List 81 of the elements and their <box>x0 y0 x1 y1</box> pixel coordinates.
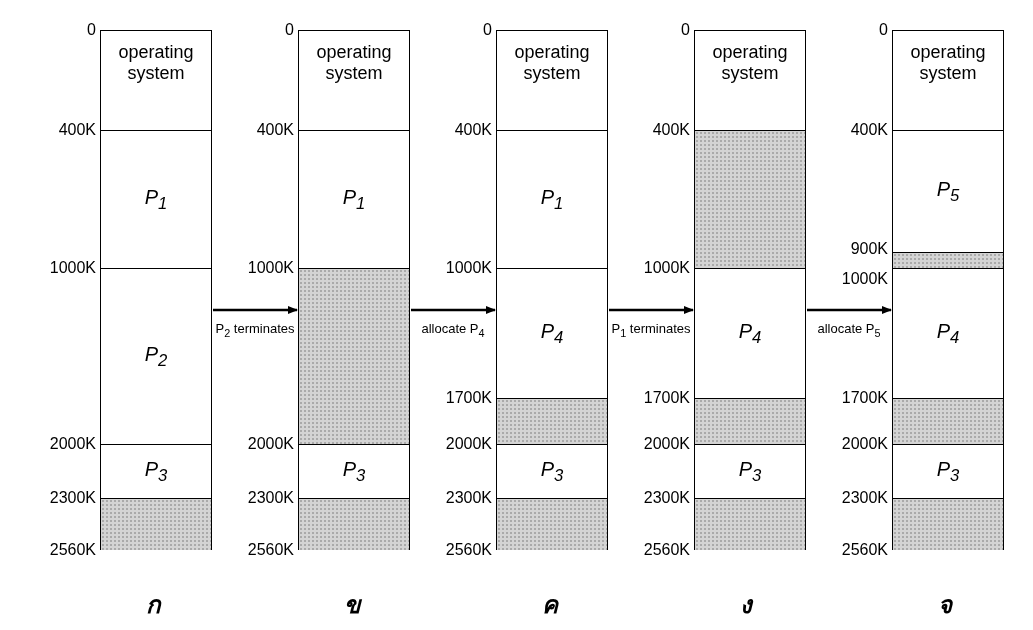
free-memory-hole <box>497 397 607 444</box>
address-label: 2560K <box>49 541 96 559</box>
free-memory-hole <box>299 497 409 550</box>
address-label: 2560K <box>643 541 690 559</box>
address-label: 900K <box>850 240 888 258</box>
edge-label: allocate P$_{5}$ <box>816 320 882 341</box>
address-label: 2300K <box>841 489 888 507</box>
segment-label: operating system <box>711 41 789 85</box>
arrow <box>807 306 892 314</box>
address-label: 0 <box>483 21 492 39</box>
address-label: 1700K <box>643 389 690 407</box>
address-label: 2000K <box>247 435 294 453</box>
column-caption: ข <box>344 590 360 621</box>
address-label: 1000K <box>841 270 888 288</box>
edge-label: P$_{2}$ terminates <box>215 320 295 341</box>
address-label: 400K <box>850 121 888 139</box>
process-label: P$_{3}$ <box>144 456 168 486</box>
edge-label: allocate P$_{4}$ <box>420 320 486 341</box>
address-label: 2300K <box>643 489 690 507</box>
address-label: 1000K <box>49 259 96 277</box>
process-label: P$_{4}$ <box>936 318 960 348</box>
arrow <box>411 306 496 314</box>
free-memory-hole <box>299 267 409 444</box>
memory-column <box>892 30 1004 550</box>
address-label: 0 <box>87 21 96 39</box>
address-label: 2560K <box>247 541 294 559</box>
process-label: P$_{2}$ <box>144 341 168 371</box>
address-label: 2000K <box>49 435 96 453</box>
address-label: 400K <box>652 121 690 139</box>
free-memory-hole <box>695 129 805 268</box>
process-label: P$_{1}$ <box>144 184 168 214</box>
segment-label: operating system <box>117 41 195 85</box>
address-label: 1000K <box>445 259 492 277</box>
process-label: P$_{5}$ <box>936 176 960 206</box>
free-memory-hole <box>101 497 211 550</box>
address-label: 0 <box>681 21 690 39</box>
address-label: 0 <box>879 21 888 39</box>
address-label: 0 <box>285 21 294 39</box>
address-label: 400K <box>58 121 96 139</box>
arrow <box>213 306 298 314</box>
free-memory-hole <box>497 497 607 550</box>
address-label: 2300K <box>445 489 492 507</box>
process-label: P$_{3}$ <box>738 456 762 486</box>
address-label: 2300K <box>247 489 294 507</box>
address-label: 400K <box>454 121 492 139</box>
free-memory-hole <box>695 397 805 444</box>
segment-label: operating system <box>513 41 591 85</box>
column-caption: จ <box>938 590 952 621</box>
edge-label: P$_{1}$ terminates <box>611 320 691 341</box>
address-label: 400K <box>256 121 294 139</box>
free-memory-hole <box>893 497 1003 550</box>
address-label: 2000K <box>643 435 690 453</box>
process-label: P$_{4}$ <box>738 318 762 348</box>
process-label: P$_{1}$ <box>540 184 564 214</box>
address-label: 2560K <box>445 541 492 559</box>
column-caption: ก <box>146 590 161 621</box>
segment-label: operating system <box>315 41 393 85</box>
process-label: P$_{4}$ <box>540 318 564 348</box>
free-memory-hole <box>893 397 1003 444</box>
free-memory-hole <box>695 497 805 550</box>
address-label: 1000K <box>247 259 294 277</box>
address-label: 2560K <box>841 541 888 559</box>
memory-column <box>298 30 410 550</box>
memory-column <box>100 30 212 550</box>
column-caption: ง <box>740 590 752 621</box>
address-label: 2300K <box>49 489 96 507</box>
process-label: P$_{1}$ <box>342 184 366 214</box>
address-label: 1700K <box>841 389 888 407</box>
address-label: 2000K <box>841 435 888 453</box>
column-caption: ค <box>542 590 558 621</box>
process-label: P$_{3}$ <box>540 456 564 486</box>
address-label: 2000K <box>445 435 492 453</box>
address-label: 1000K <box>643 259 690 277</box>
memory-column <box>496 30 608 550</box>
process-label: P$_{3}$ <box>936 456 960 486</box>
segment-label: operating system <box>909 41 987 85</box>
process-label: P$_{3}$ <box>342 456 366 486</box>
address-label: 1700K <box>445 389 492 407</box>
memory-column <box>694 30 806 550</box>
free-memory-hole <box>893 251 1003 268</box>
arrow <box>609 306 694 314</box>
